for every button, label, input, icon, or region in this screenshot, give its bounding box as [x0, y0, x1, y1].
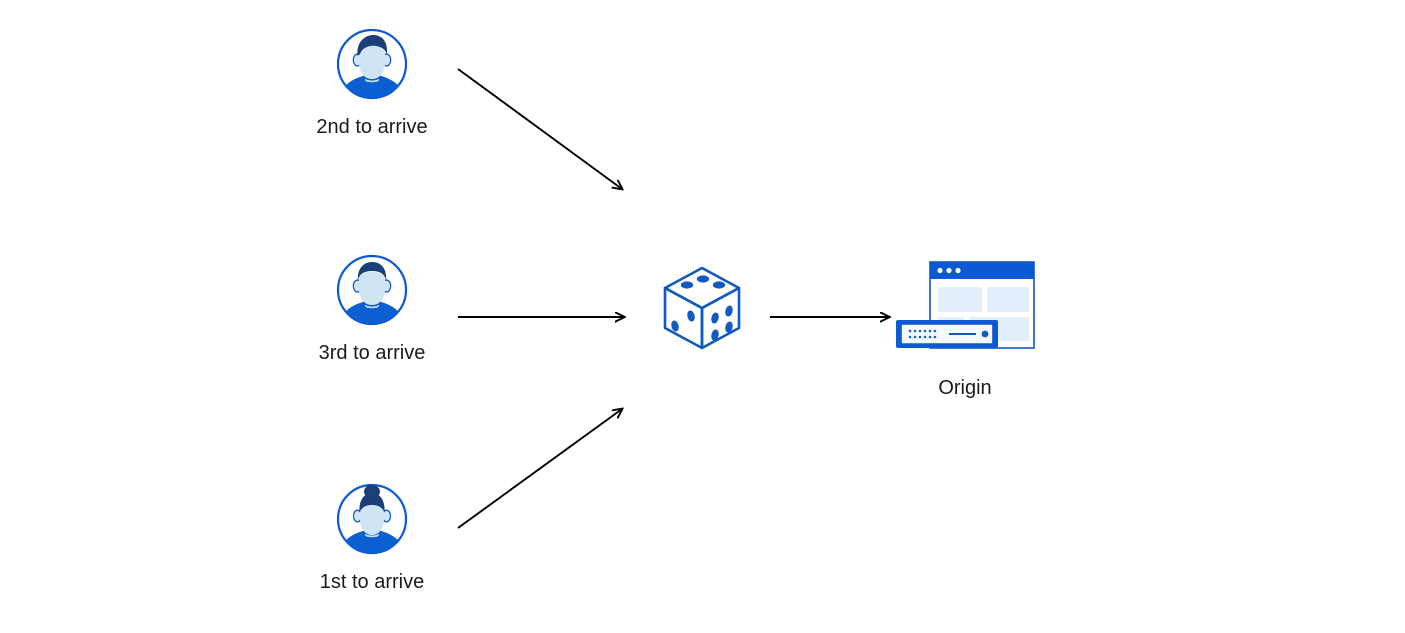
node-label-client-1st: 1st to arrive	[319, 571, 425, 593]
node-label-client-3rd: 3rd to arrive	[318, 342, 426, 364]
node-origin[interactable]: Origin	[892, 256, 1038, 400]
origin-server-icon	[892, 256, 1038, 360]
user-avatar-icon	[335, 482, 409, 556]
node-client-2nd[interactable]: 2nd to arrive	[298, 27, 446, 139]
server-appliance-glyph	[896, 320, 998, 348]
arrow-2nd-to-dice	[457, 68, 622, 189]
node-label-client-2nd: 2nd to arrive	[316, 116, 428, 138]
node-client-1st[interactable]: 1st to arrive	[298, 482, 446, 594]
dice-icon	[659, 262, 745, 354]
node-randomizer[interactable]	[657, 262, 747, 354]
user-avatar-icon	[335, 253, 409, 327]
user-avatar-icon	[335, 27, 409, 101]
node-client-3rd[interactable]: 3rd to arrive	[298, 253, 446, 365]
arrow-1st-to-dice	[457, 409, 622, 529]
node-label-origin: Origin	[938, 377, 992, 399]
